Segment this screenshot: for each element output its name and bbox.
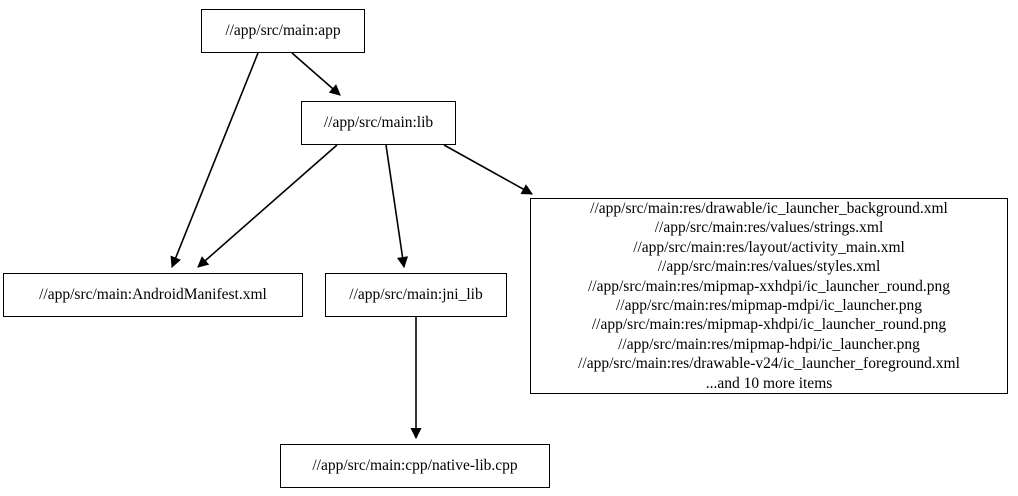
node-label: //app/src/main:res/drawable/ic_launcher_… bbox=[578, 199, 960, 392]
node-app-src-main-cpp-native-lib-cpp[interactable]: //app/src/main:cpp/native-lib.cpp bbox=[280, 444, 550, 488]
node-label: //app/src/main:cpp/native-lib.cpp bbox=[312, 457, 518, 475]
node-app-src-main-lib[interactable]: //app/src/main:lib bbox=[301, 101, 456, 145]
node-app-src-main-jni-lib[interactable]: //app/src/main:jni_lib bbox=[325, 273, 507, 317]
node-app-src-main-androidmanifest-xml[interactable]: //app/src/main:AndroidManifest.xml bbox=[3, 273, 303, 317]
node-resources-group[interactable]: //app/src/main:res/drawable/ic_launcher_… bbox=[530, 198, 1008, 394]
node-label: //app/src/main:app bbox=[225, 22, 341, 40]
edge-app-to-lib bbox=[291, 52, 341, 96]
node-label: //app/src/main:AndroidManifest.xml bbox=[39, 286, 267, 304]
node-label: //app/src/main:lib bbox=[323, 114, 434, 132]
edge-lib-to-jni-lib bbox=[385, 144, 409, 269]
edge-lib-to-manifest bbox=[197, 144, 338, 268]
node-label: //app/src/main:jni_lib bbox=[349, 286, 483, 304]
edge-lib-to-resources bbox=[443, 144, 533, 195]
edge-app-to-manifest bbox=[170, 52, 259, 269]
node-app-src-main-app[interactable]: //app/src/main:app bbox=[201, 9, 365, 53]
